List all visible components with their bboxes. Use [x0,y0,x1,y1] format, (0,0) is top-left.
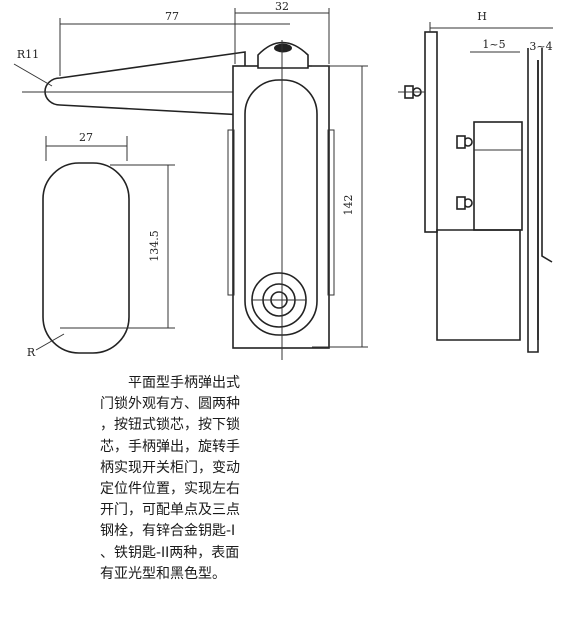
description-line: 柄实现开关柜门，变动 [100,459,240,476]
description-line: 钢栓，有锌合金钥匙-I [100,523,236,540]
description-line: 门锁外观有方、圆两种 [100,396,240,413]
dimension-label-3-4: 3~4 [529,40,552,53]
leader-line-r [35,333,65,351]
dimension-label-r11: R11 [17,48,39,61]
dimension-label-142: 142 [342,195,355,216]
lock-body-front-view [227,65,335,349]
description-line: 定位件位置，实现左右 [100,481,240,498]
side-view-lock-body [424,31,553,353]
description-line: 、铁钥匙-II两种，表面 [100,544,240,561]
dimension-label-27: 27 [79,131,93,144]
description-line: ，按钮式锁芯，按下锁 [100,417,240,434]
handle-pivot-top [257,41,309,69]
push-button-lock-cylinder [251,272,307,328]
mounting-nut-bottom-icon [456,196,473,210]
dimension-label-h: H [477,10,487,23]
description-line: 平面型手柄弹出式 [128,375,240,391]
leader-line-r11 [13,63,53,87]
mounting-nut-middle-icon [456,135,473,149]
dimension-label-1-5: 1~5 [482,38,505,51]
description-line: 开门，可配单点及三点 [100,502,240,519]
dimension-label-r: R [27,346,36,359]
dimension-label-77: 77 [165,10,179,23]
dimension-label-134-5: 134.5 [148,230,161,262]
technical-drawing: 77 R11 32 142 27 134.5 R [13,0,553,360]
handle-outline [44,51,246,116]
description-line: 有亚光型和黑色型。 [100,565,226,582]
panel-cutout-outline [42,162,130,354]
dimension-label-32: 32 [275,0,289,13]
description-line: 芯，手柄弹出，旋转手 [100,438,240,455]
product-description: 平面型手柄弹出式 门锁外观有方、圆两种 ，按钮式锁芯，按下锁 芯，手柄弹出，旋转… [100,373,350,585]
